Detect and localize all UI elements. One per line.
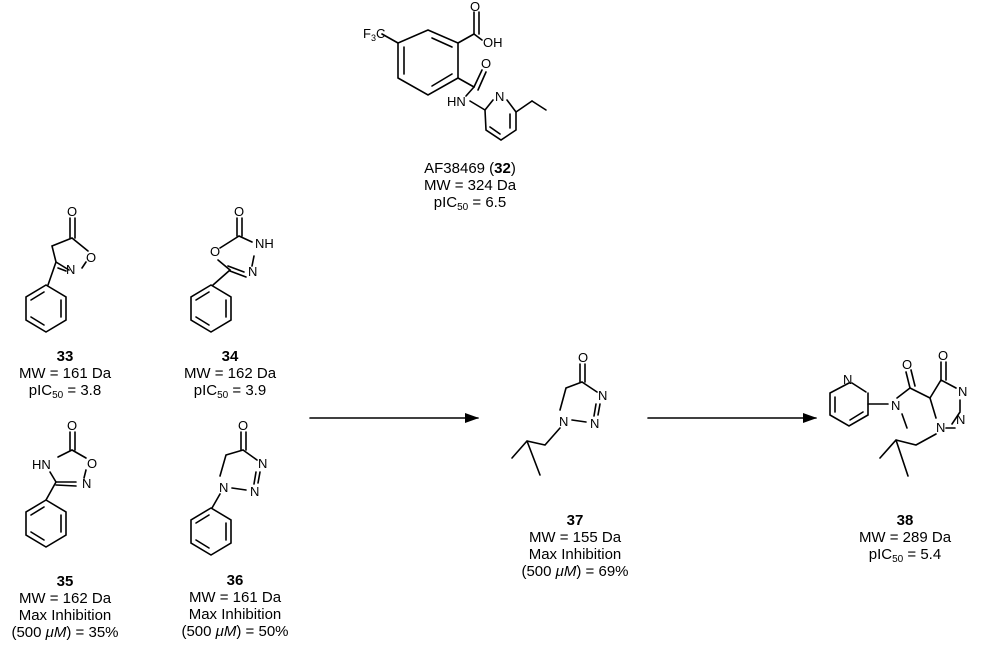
structure-36: O N N N (190, 418, 267, 556)
c35-carbonyl-o: O (67, 418, 77, 433)
structure-33: O O N (25, 204, 96, 333)
pyridine-n-label: N (495, 89, 504, 104)
c35-concentration: (500 μM) = 35% (11, 624, 119, 641)
c35-number: 35 (56, 573, 74, 590)
caption-36: 36 MW = 161 Da Max Inhibition (500 μM) =… (165, 572, 305, 640)
c37-n1-label: N (559, 414, 568, 429)
c33-pic50: pIC50 = 3.8 (28, 382, 102, 401)
structure-35: O O HN N (25, 418, 97, 548)
c38-number: 38 (896, 512, 914, 529)
c38-n3-label: N (958, 384, 967, 399)
c37-n2-label: N (590, 416, 599, 431)
caption-34: 34 MW = 162 Da pIC50 = 3.9 (165, 348, 295, 401)
c38-pic50: pIC50 = 5.4 (868, 546, 942, 565)
c35-inhibition: Max Inhibition (18, 607, 112, 624)
c34-ring-o: O (210, 244, 220, 259)
c38-n2-label: N (956, 412, 965, 427)
acid-o-label: O (470, 0, 480, 14)
c38-amide-o: O (902, 357, 912, 372)
structure-37: O N N N (511, 350, 607, 476)
amide-hn-label: HN (447, 94, 466, 109)
caption-37: 37 MW = 155 Da Max Inhibition (500 μM) =… (505, 512, 645, 580)
c36-n2-label: N (250, 484, 259, 499)
c37-n3-label: N (598, 388, 607, 403)
c35-ring-o: O (87, 456, 97, 471)
c34-number: 34 (221, 348, 239, 365)
c36-n1-label: N (219, 480, 228, 495)
caption-32: AF38469 (32) MW = 324 Da pIC50 = 6.5 (360, 160, 580, 213)
structure-32: F3C O OH O HN N (363, 0, 547, 141)
c37-inhibition: Max Inhibition (528, 546, 622, 563)
c36-number: 36 (226, 572, 244, 589)
c37-concentration: (500 μM) = 69% (521, 563, 629, 580)
c34-pic50: pIC50 = 3.9 (193, 382, 267, 401)
c38-mw: MW = 289 Da (858, 529, 952, 546)
c34-mw: MW = 162 Da (183, 365, 277, 382)
c33-number: 33 (56, 348, 74, 365)
c36-carbonyl-o: O (238, 418, 248, 433)
c34-nh-label: NH (255, 236, 274, 251)
caption-35: 35 MW = 162 Da Max Inhibition (500 μM) =… (0, 573, 130, 641)
c36-n3-label: N (258, 456, 267, 471)
c33-carbonyl-o: O (67, 204, 77, 219)
amide-o-label: O (481, 56, 491, 71)
c37-mw: MW = 155 Da (528, 529, 622, 546)
c36-mw: MW = 161 Da (188, 589, 282, 606)
c38-pyridine-n: N (843, 372, 852, 387)
caption-33: 33 MW = 161 Da pIC50 = 3.8 (0, 348, 130, 401)
c33-ring-n: N (66, 262, 75, 277)
acid-oh-label: OH (483, 35, 503, 50)
structure-38: N N O O N N N (829, 348, 967, 477)
c33-mw: MW = 161 Da (18, 365, 112, 382)
c34-carbonyl-o: O (234, 204, 244, 219)
f3c-label: F3C (363, 26, 385, 43)
c33-ring-o: O (86, 250, 96, 265)
caption-38: 38 MW = 289 Da pIC50 = 5.4 (840, 512, 970, 565)
c38-ring-o: O (938, 348, 948, 363)
structure-34: O NH O N (190, 204, 274, 333)
c37-carbonyl-o: O (578, 350, 588, 365)
c38-n1-label: N (936, 420, 945, 435)
c36-inhibition: Max Inhibition (188, 606, 282, 623)
c34-ring-n: N (248, 264, 257, 279)
c36-concentration: (500 μM) = 50% (181, 623, 289, 640)
c38-amide-n: N (891, 398, 900, 413)
c32-pic50: pIC50 = 6.5 (433, 194, 507, 213)
c35-mw: MW = 162 Da (18, 590, 112, 607)
c32-mw: MW = 324 Da (423, 177, 517, 194)
c32-name: AF38469 (32) (424, 160, 516, 177)
c35-hn-label: HN (32, 457, 51, 472)
c35-ring-n: N (82, 476, 91, 491)
c37-number: 37 (566, 512, 584, 529)
